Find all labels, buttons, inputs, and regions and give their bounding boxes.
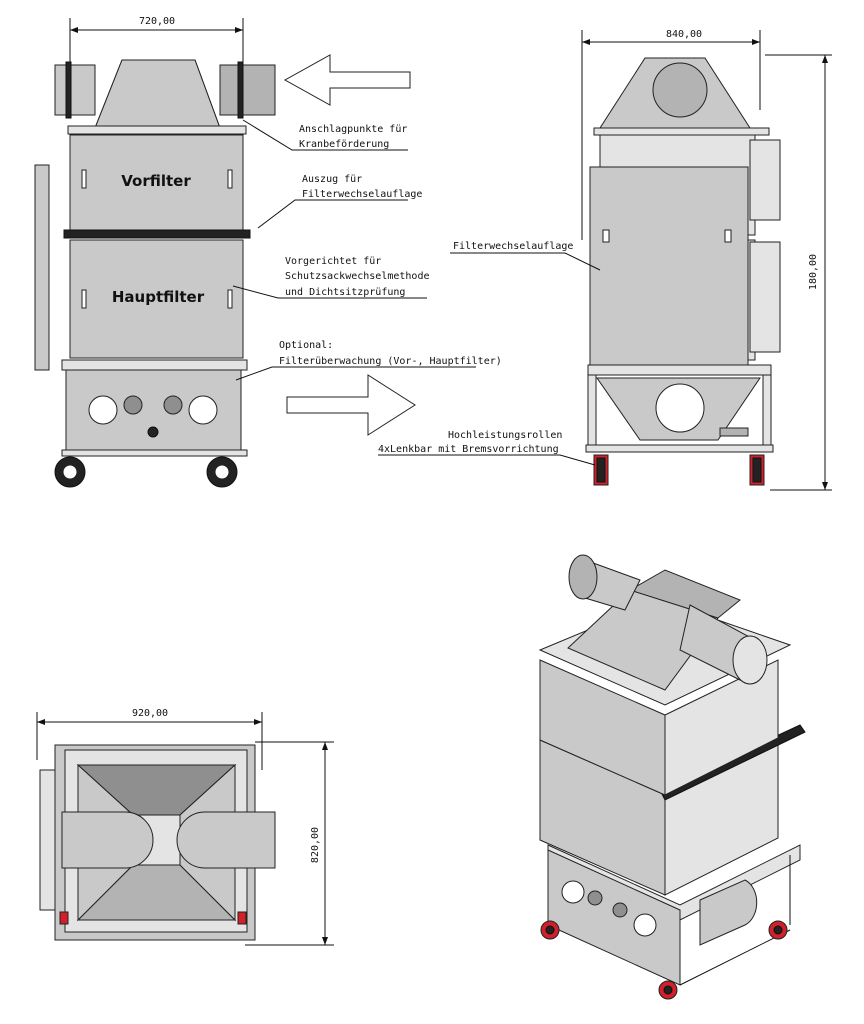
filter-tray-panel — [34, 164, 50, 371]
switch-icon — [147, 426, 159, 438]
callout-casters: Hochleistungsrollen 4xLenkbar mit Bremsv… — [378, 430, 596, 466]
hood-flange — [593, 127, 770, 136]
prefilter-housing — [69, 134, 244, 233]
clamp — [65, 61, 72, 119]
width-dimension-front: 720,00 — [69, 16, 244, 65]
handle — [602, 229, 610, 243]
left-duct — [61, 811, 154, 869]
caster-icon — [237, 911, 247, 925]
callout-lifting-points: Anschlagpunkte für Kranbeförderung — [242, 119, 408, 151]
caster-icon — [768, 920, 788, 940]
callout-filter-tray: Filterwechselauflage — [450, 241, 601, 271]
callout-prepared: Vorgerichtet für Schutzsackwechselmethod… — [232, 256, 430, 299]
mainfilter-housing — [69, 239, 244, 359]
pressure-gauge-icon — [561, 880, 585, 904]
duct-opening — [732, 635, 768, 685]
width-dim-label: 920,00 — [132, 708, 168, 719]
base-frame-bottom — [61, 449, 248, 457]
width-dimension-top: 920,00 — [36, 708, 263, 770]
hood-face — [94, 59, 221, 129]
caster-icon — [206, 456, 238, 488]
callout-text: Anschlagpunkte für — [299, 124, 407, 135]
drawer-rail — [63, 229, 251, 239]
duct-opening — [652, 62, 708, 118]
handle — [724, 229, 732, 243]
callout-text: Schutzsackwechselmethode — [285, 271, 430, 282]
airflow-out-arrow — [286, 374, 416, 436]
handle — [227, 289, 233, 309]
callout-text: Optional: — [279, 340, 333, 351]
clamp — [237, 61, 244, 119]
frame-leg — [762, 374, 772, 451]
caster-icon — [540, 920, 560, 940]
callout-text: Auszug für — [302, 174, 362, 185]
callout-optional: Optional: Filterüberwachung (Vor-, Haupt… — [235, 340, 502, 381]
width-dim-label: 840,00 — [666, 29, 702, 40]
side-door — [749, 139, 781, 221]
filter-tray — [589, 166, 749, 366]
callout-text: 4xLenkbar mit Bremsvorrichtung — [378, 444, 559, 455]
pressure-gauge-icon — [88, 395, 118, 425]
valve-icon — [163, 395, 183, 415]
isometric-view — [538, 554, 806, 1000]
caster-icon — [54, 456, 86, 488]
airflow-in-arrow — [283, 54, 411, 106]
duct-opening — [568, 554, 598, 600]
base-frame-bottom — [585, 444, 774, 453]
right-duct — [219, 64, 276, 116]
width-dimension-side: 840,00 — [581, 29, 761, 240]
valve-icon — [612, 902, 628, 918]
caster-icon — [593, 454, 609, 486]
left-duct — [54, 64, 96, 116]
side-view: 840,00 180,00 Filterwechselauflage — [378, 29, 832, 491]
caster-icon — [658, 980, 678, 1000]
callout-text: Filterüberwachung (Vor-, Hauptfilter) — [279, 356, 502, 367]
callout-text: und Dichtsitzprüfung — [285, 287, 405, 298]
callout-text: Filterwechselauflage — [453, 241, 573, 252]
top-view: 920,00 820,00 — [36, 708, 334, 946]
hood-flange — [67, 125, 247, 135]
caster-icon — [749, 454, 765, 486]
mainfilter-label: Hauptfilter — [112, 288, 205, 306]
height-dimension-side: 180,00 — [765, 54, 832, 491]
valve-icon — [123, 395, 143, 415]
handle — [81, 289, 87, 309]
base-frame-top — [61, 359, 248, 371]
callout-text: Hochleistungsrollen — [448, 430, 562, 441]
handle — [227, 169, 233, 189]
valve-icon — [587, 890, 603, 906]
front-view: 720,00 Vorfilter Hauptfilter — [34, 16, 502, 488]
base-frame-top — [587, 364, 772, 376]
callout-drawer: Auszug für Filterwechselauflage — [257, 174, 422, 229]
outlet-opening — [655, 383, 705, 433]
callout-text: Vorgerichtet für — [285, 256, 381, 267]
callout-text: Kranbeförderung — [299, 139, 389, 150]
handle — [81, 169, 87, 189]
frame-leg — [587, 374, 597, 451]
pressure-gauge-icon — [633, 913, 657, 937]
caster-icon — [59, 911, 69, 925]
height-dim-label: 180,00 — [808, 254, 819, 290]
depth-dimension-top: 820,00 — [245, 741, 334, 946]
side-door — [749, 241, 781, 353]
right-duct — [176, 811, 276, 869]
pressure-gauge-icon — [188, 395, 218, 425]
hood-top — [628, 569, 741, 619]
callout-text: Filterwechselauflage — [302, 189, 422, 200]
depth-dim-label: 820,00 — [310, 827, 321, 863]
label-plate — [719, 427, 749, 437]
prefilter-label: Vorfilter — [121, 172, 191, 190]
width-dim-label: 720,00 — [139, 16, 175, 27]
outlet-duct — [699, 879, 758, 946]
